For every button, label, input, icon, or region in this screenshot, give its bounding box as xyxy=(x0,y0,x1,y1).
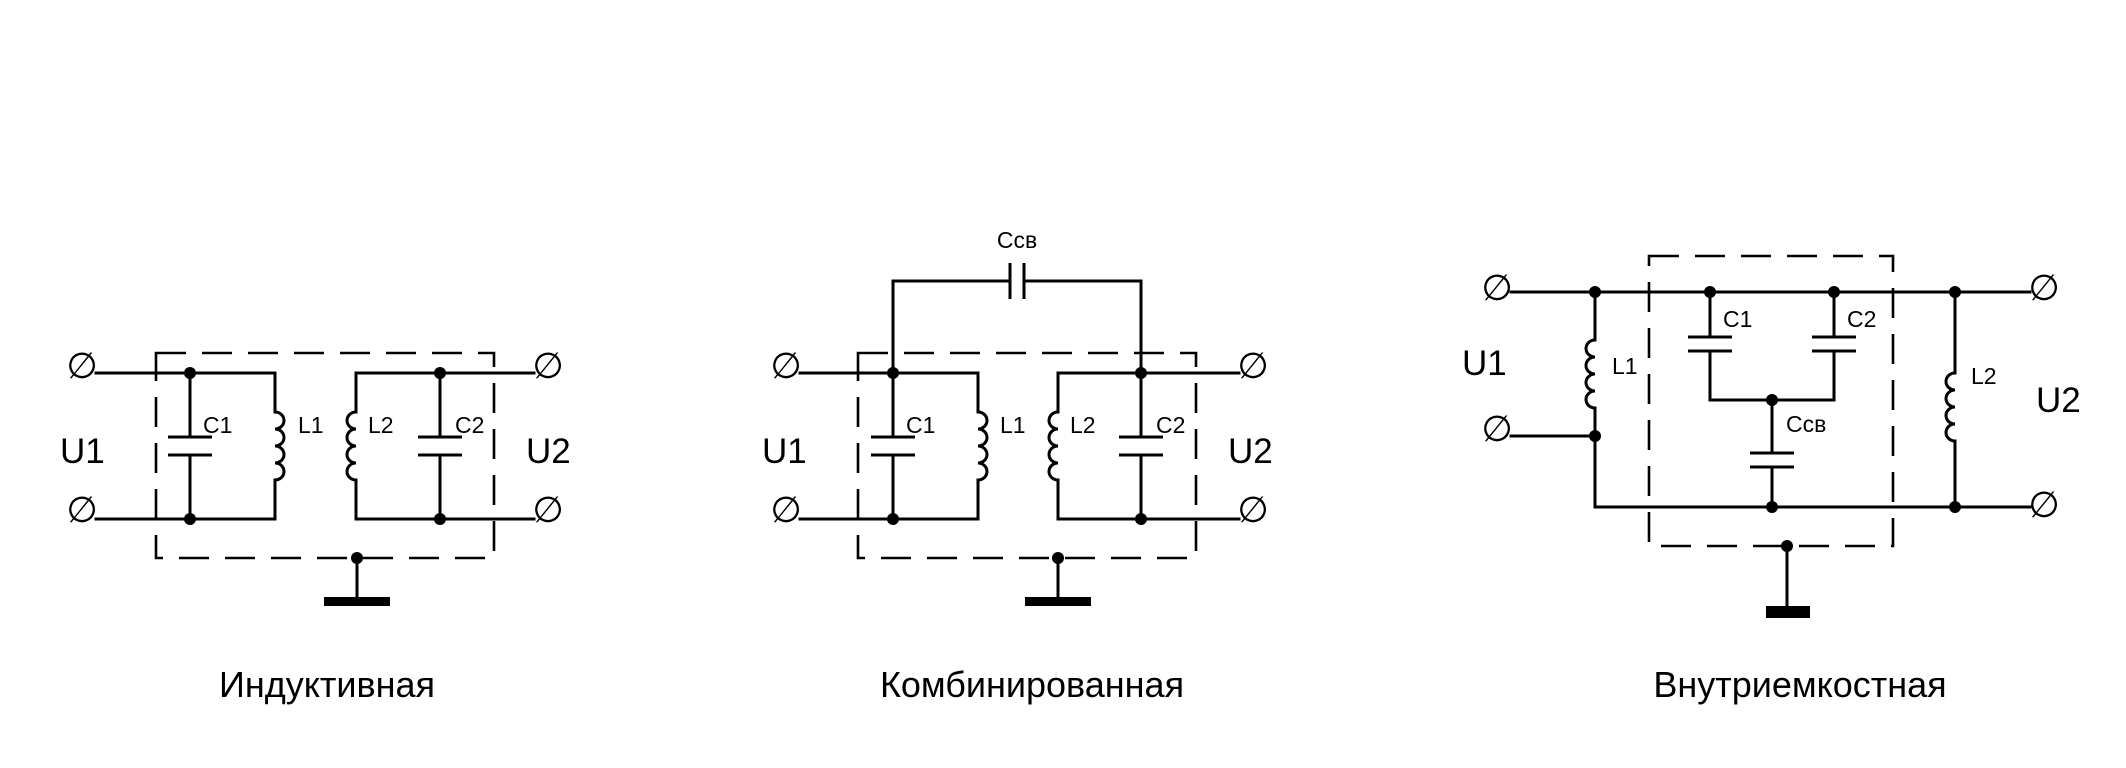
terminal-in-top: ∅ xyxy=(1481,267,1512,308)
junction-dot xyxy=(1589,286,1601,298)
junction-dot xyxy=(1052,552,1064,564)
label-l1: L1 xyxy=(1612,353,1638,379)
capacitor-c1 xyxy=(871,435,915,457)
label-l2: L2 xyxy=(368,412,394,438)
label-l1: L1 xyxy=(298,412,324,438)
label-u2: U2 xyxy=(2036,381,2081,420)
inductor-l2 xyxy=(1047,410,1059,482)
label-l1: L1 xyxy=(1000,412,1026,438)
junction-dot xyxy=(1766,394,1778,406)
capacitor-c2 xyxy=(1119,435,1163,457)
terminal-out-top: ∅ xyxy=(2028,267,2059,308)
capacitor-c2 xyxy=(418,435,462,457)
diagram-combined: ∅ ∅ ∅ ∅ Ccв U1 U2 xyxy=(762,227,1273,705)
wire xyxy=(891,279,1012,375)
label-u1: U1 xyxy=(762,432,807,471)
capacitor-c2 xyxy=(1812,335,1856,353)
junction-dot xyxy=(434,367,446,379)
capacitor-c1 xyxy=(1688,335,1732,353)
label-ccv: Ccв xyxy=(997,227,1037,253)
junction-dot xyxy=(1949,286,1961,298)
junction-dot xyxy=(1828,286,1840,298)
label-c1: C1 xyxy=(906,412,935,438)
terminal-in-bottom: ∅ xyxy=(66,489,97,530)
junction-dot xyxy=(1949,501,1961,513)
terminal-out-top: ∅ xyxy=(532,345,563,386)
capacitor-ccv xyxy=(1008,263,1026,299)
junction-dot xyxy=(351,552,363,564)
wire xyxy=(354,478,536,521)
terminal-out-bottom: ∅ xyxy=(1237,489,1268,530)
label-l2: L2 xyxy=(1971,363,1997,389)
shield-box xyxy=(154,351,496,560)
junction-dot xyxy=(1766,501,1778,513)
terminal-in-top: ∅ xyxy=(770,345,801,386)
caption-internal-capacitive: Внутриемкостная xyxy=(1653,664,1946,705)
wire xyxy=(94,478,277,521)
ground-symbol xyxy=(1025,597,1091,606)
terminal-out-bottom: ∅ xyxy=(532,489,563,530)
label-u2: U2 xyxy=(1228,432,1273,471)
junction-dot xyxy=(1135,367,1147,379)
inductor-l1 xyxy=(1584,338,1596,410)
label-c1: C1 xyxy=(1723,306,1752,332)
terminal-out-bottom: ∅ xyxy=(2028,484,2059,525)
shield-box xyxy=(1647,254,1895,548)
label-u1: U1 xyxy=(60,432,105,471)
wire xyxy=(798,478,980,521)
junction-dot xyxy=(184,367,196,379)
inductor-l2 xyxy=(1944,371,1956,443)
label-ccv: Ccв xyxy=(1786,411,1826,437)
wire xyxy=(798,371,980,414)
label-c2: C2 xyxy=(1156,412,1185,438)
caption-combined: Комбинированная xyxy=(880,664,1184,705)
ground-symbol xyxy=(1766,606,1810,618)
label-c2: C2 xyxy=(1847,306,1876,332)
inductor-l2 xyxy=(345,410,357,482)
terminal-in-bottom: ∅ xyxy=(1481,408,1512,449)
capacitor-c1 xyxy=(168,435,212,457)
wire xyxy=(1708,349,1836,402)
wire xyxy=(1022,279,1143,375)
junction-dot xyxy=(184,513,196,525)
capacitor-ccv xyxy=(1750,451,1794,469)
label-c2: C2 xyxy=(455,412,484,438)
diagram-internal-capacitive: ∅ ∅ ∅ ∅ xyxy=(1462,254,2081,705)
wire xyxy=(354,371,536,414)
junction-dot xyxy=(887,367,899,379)
terminal-in-top: ∅ xyxy=(66,345,97,386)
terminal-out-top: ∅ xyxy=(1237,345,1268,386)
junction-dot xyxy=(887,513,899,525)
terminal-in-bottom: ∅ xyxy=(770,489,801,530)
shield-box xyxy=(856,351,1198,560)
label-l2: L2 xyxy=(1070,412,1096,438)
wire xyxy=(1056,371,1241,414)
label-u2: U2 xyxy=(526,432,571,471)
inductor-l1 xyxy=(977,410,989,482)
ground-symbol xyxy=(324,597,390,606)
label-c1: C1 xyxy=(203,412,232,438)
junction-dot xyxy=(434,513,446,525)
junction-dot xyxy=(1135,513,1147,525)
label-u1: U1 xyxy=(1462,344,1507,383)
junction-dot xyxy=(1589,430,1601,442)
caption-inductive: Индуктивная xyxy=(219,664,435,705)
wire xyxy=(1056,478,1241,521)
diagram-inductive: ∅ ∅ ∅ ∅ U1 U2 C1 xyxy=(60,345,571,705)
wire xyxy=(94,371,277,414)
junction-dot xyxy=(1781,540,1793,552)
inductor-l1 xyxy=(274,410,286,482)
junction-dot xyxy=(1704,286,1716,298)
